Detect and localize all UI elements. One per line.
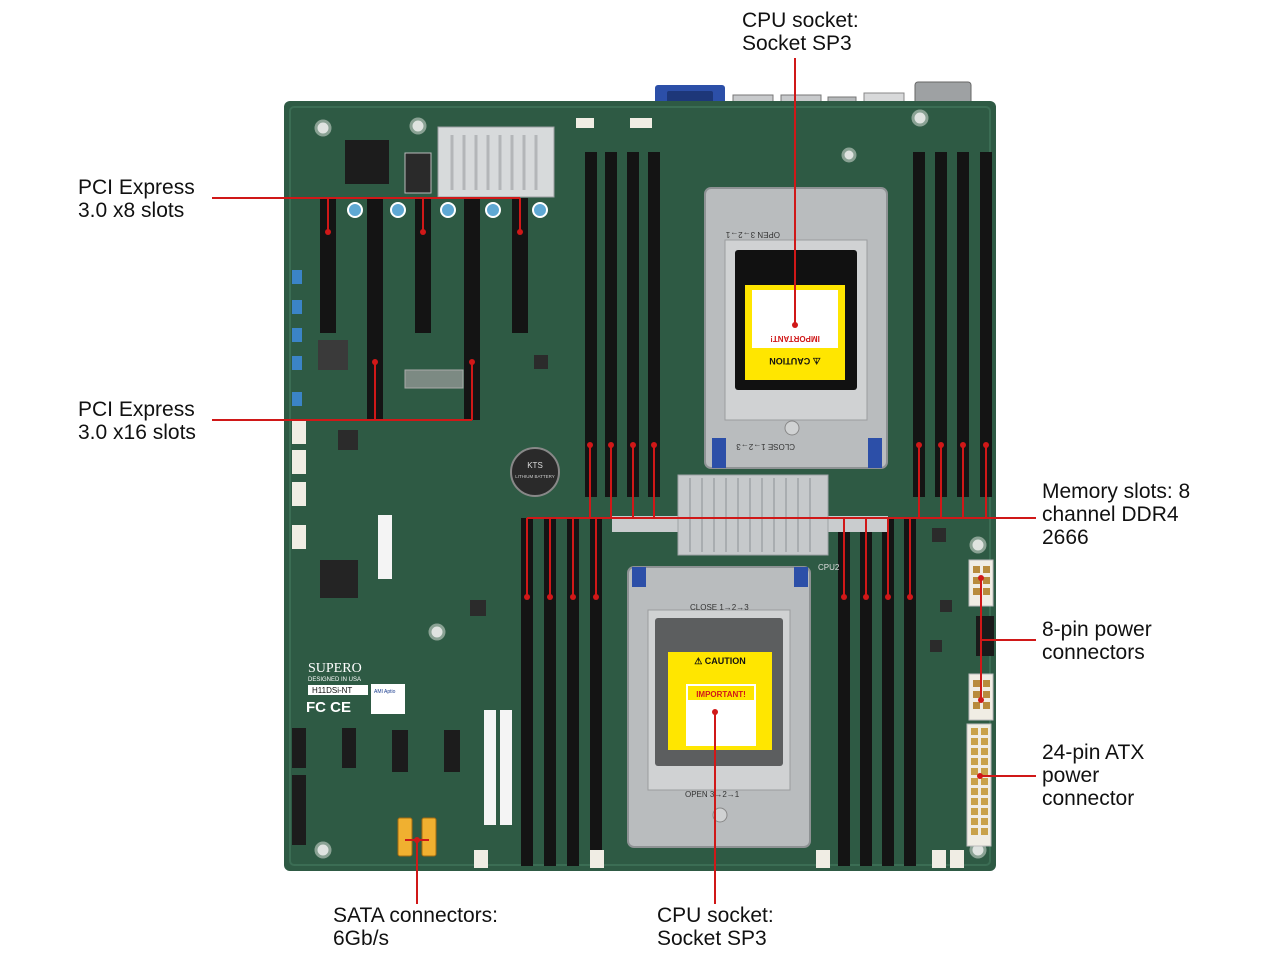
callout-atx24: 24-pin ATX power connector <box>1042 741 1144 810</box>
callout-atx24-line3: connector <box>1042 787 1135 810</box>
callout-pcie-x16: PCI Express 3.0 x16 slots <box>78 398 196 444</box>
sata-connectors <box>397 817 437 857</box>
callout-cpu-bottom-line2: Socket SP3 <box>657 927 767 950</box>
cpu2-close-label: CLOSE 1→2→3 <box>690 603 749 612</box>
callout-pcie-x8: PCI Express 3.0 x8 slots <box>78 176 195 222</box>
cmos-battery: KTS LITHIUM BATTERY <box>510 447 560 497</box>
callout-power8: 8-pin power connectors <box>1042 618 1152 664</box>
callout-sata-line1: SATA connectors: <box>333 904 498 927</box>
pcie-x16-slot-2 <box>464 198 480 420</box>
leader-lines <box>212 58 1036 904</box>
callout-atx24-line1: 24-pin ATX <box>1042 741 1145 764</box>
cpu-socket-2: ⚠ CAUTION IMPORTANT! CLOSE 1→2→3 OPEN 3→… <box>627 563 840 848</box>
cpu2-open-label: OPEN 3→2→1 <box>685 790 740 799</box>
callout-power8-line2: connectors <box>1042 641 1145 664</box>
pcie-x8-slot-3 <box>512 198 528 333</box>
bmc-chip <box>345 140 389 184</box>
cpu2-important-text: IMPORTANT! <box>696 690 746 699</box>
serial-port <box>914 81 972 105</box>
callout-pcie-x8-line2: 3.0 x8 slots <box>78 199 185 222</box>
capacitors <box>347 202 548 218</box>
callout-memory: Memory slots: 8 channel DDR4 2666 <box>1042 480 1190 549</box>
pcie-x8-slot-2 <box>415 198 431 333</box>
callout-cpu-top-line2: Socket SP3 <box>742 32 852 55</box>
made-in-label: DESIGNED IN USA <box>308 677 361 683</box>
callout-sata: SATA connectors: 6Gb/s <box>333 904 498 950</box>
dimm-group-bottom-right <box>838 518 916 866</box>
brand-logo: SUPERO <box>308 661 362 676</box>
battery-brand: KTS <box>527 461 543 470</box>
callout-pcie-x8-line1: PCI Express <box>78 176 195 199</box>
cpu1-caution-text: ⚠ CAUTION <box>769 356 821 366</box>
m2-slot <box>404 369 464 389</box>
cpu1-close-label: CLOSE 1→2→3 <box>736 442 795 451</box>
pcie-slots <box>320 198 528 420</box>
bios-sticker: AMI Aptio <box>374 689 396 695</box>
battery-label: LITHIUM BATTERY <box>515 474 555 479</box>
callout-memory-line3: 2666 <box>1042 526 1089 549</box>
callout-memory-line2: channel DDR4 <box>1042 503 1179 526</box>
callout-cpu-top: CPU socket: Socket SP3 <box>742 9 859 55</box>
dimm-group-bottom-left <box>521 518 602 866</box>
callout-cpu-top-line1: CPU socket: <box>742 9 859 32</box>
cpu1-important-text: IMPORTANT! <box>770 334 820 343</box>
cpu1-open-label: OPEN 3→2→1 <box>725 230 780 239</box>
fcc-mark: FC CE <box>306 699 351 716</box>
callout-cpu-bottom-line1: CPU socket: <box>657 904 774 927</box>
dimm-group-top-left <box>585 152 660 497</box>
callout-pcie-x16-line1: PCI Express <box>78 398 195 421</box>
cpu2-silk-label: CPU2 <box>818 563 840 572</box>
pcie-x8-slot-1 <box>320 198 336 333</box>
callout-pcie-x16-line2: 3.0 x16 slots <box>78 421 196 444</box>
atx-24pin-connector <box>966 723 992 847</box>
callout-atx24-line2: power <box>1042 764 1100 787</box>
pcie-x16-slot-1 <box>367 198 383 420</box>
callout-sata-line2: 6Gb/s <box>333 927 390 950</box>
mounting-holes <box>314 109 987 859</box>
cpu2-caution-text: ⚠ CAUTION <box>694 656 746 666</box>
callout-cpu-bottom: CPU socket: Socket SP3 <box>657 904 774 950</box>
callout-power8-line1: 8-pin power <box>1042 618 1152 641</box>
model-label: H11DSi-NT <box>312 686 352 695</box>
callout-memory-line1: Memory slots: 8 <box>1042 480 1191 503</box>
dimm-group-top-right <box>913 152 992 497</box>
